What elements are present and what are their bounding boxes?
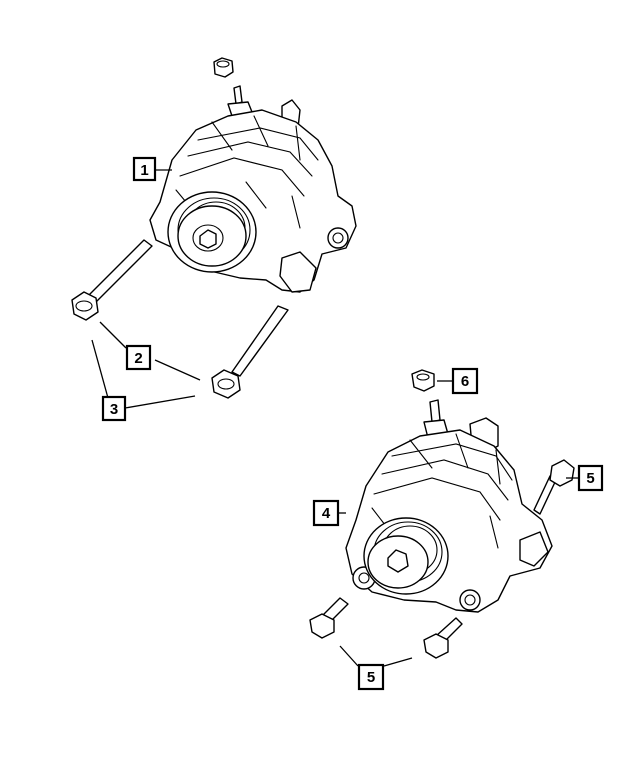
callout-5-right-label: 5 [586, 470, 594, 487]
callout-5-right: 5 [577, 464, 604, 492]
alternator-top [149, 57, 357, 293]
alternator-bottom [345, 369, 553, 613]
callout-1-label: 1 [140, 162, 148, 179]
callout-5-bottom: 5 [357, 663, 385, 691]
long-bolt-right [211, 305, 289, 399]
callout-3-label: 3 [110, 401, 118, 418]
pulley-top [167, 191, 257, 273]
callout-2-label: 2 [134, 350, 142, 367]
pulley-bottom [363, 517, 449, 595]
callout-3: 3 [101, 395, 127, 422]
short-bolt-lower-left [309, 597, 349, 639]
leader-lines [91, 169, 578, 667]
short-bolt-lower-right [423, 617, 463, 659]
nut-bottom [411, 369, 435, 392]
callout-6: 6 [451, 367, 479, 395]
nut-top [213, 57, 234, 78]
long-bolt-left [71, 239, 153, 321]
short-bolt-right [533, 459, 575, 515]
callout-1: 1 [132, 156, 157, 182]
callout-4: 4 [312, 499, 340, 527]
callout-5-bottom-label: 5 [367, 669, 375, 686]
callout-4-label: 4 [322, 505, 331, 522]
callout-6-label: 6 [461, 373, 469, 390]
callout-2: 2 [125, 344, 152, 371]
